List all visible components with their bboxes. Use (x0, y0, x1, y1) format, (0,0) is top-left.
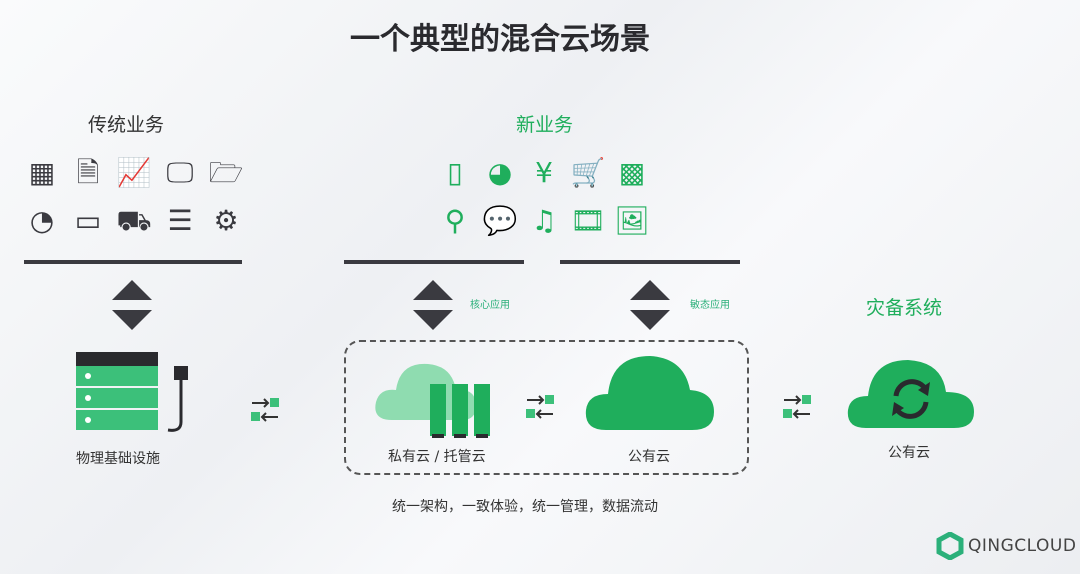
calendar-icon: ▦ (28, 156, 56, 189)
page-title: 一个典型的混合云场景 (350, 22, 650, 57)
sliders-icon: ☰ (167, 204, 193, 237)
traditional-label: 传统业务 (88, 114, 165, 136)
gauge-icon: ◔ (29, 204, 55, 237)
line-chart-icon: 📈 (116, 156, 152, 189)
up-down-arrow-icon (112, 280, 152, 330)
public-cloud-label: 公有云 (628, 449, 670, 465)
credit-card-icon: ▭ (74, 204, 102, 237)
monitor-icon: 🖵 (166, 156, 194, 189)
divider (344, 260, 524, 264)
physical-infra-label: 物理基础设施 (76, 451, 160, 467)
location-pin-icon: ⚲ (444, 204, 466, 237)
caption: 统一架构，一致体验，统一管理，数据流动 (392, 499, 658, 515)
pacman-icon: ◕ (487, 156, 513, 189)
brand-name: QINGCLOUD (968, 536, 1077, 556)
dr-cloud-icon (847, 360, 974, 428)
public-cloud-icon (585, 356, 714, 430)
gears-icon: ⚙ (213, 204, 239, 237)
exchange-icon (783, 395, 811, 419)
disaster-recovery-label: 灾备系统 (866, 297, 943, 319)
divider (560, 260, 740, 264)
cart-icon: 🛒 (570, 156, 606, 189)
chat-icon: 💬 (482, 204, 518, 237)
hybrid-cloud-boundary (344, 340, 749, 475)
core-app-label: 核心应用 (470, 300, 510, 311)
qingcloud-logo-icon (936, 532, 964, 560)
divider (24, 260, 242, 264)
server-rack-icon (76, 352, 188, 432)
image-icon: 🖼 (614, 204, 650, 237)
exchange-icon (526, 395, 554, 419)
dr-public-cloud-label: 公有云 (888, 445, 930, 461)
exchange-icon (251, 398, 279, 422)
phone-icon: ▯ (447, 156, 463, 189)
new-business-label: 新业务 (516, 114, 574, 136)
truck-icon: ⛟ (116, 204, 152, 237)
up-down-arrow-icon (413, 280, 453, 330)
document-icon: 🗎 (76, 156, 100, 189)
private-cloud-icon (375, 363, 490, 438)
up-down-arrow-icon (630, 280, 670, 330)
video-icon: 🎞 (570, 204, 606, 237)
agile-app-label: 敏态应用 (690, 300, 730, 311)
private-cloud-label: 私有云 / 托管云 (388, 449, 486, 465)
music-icon: ♫ (531, 204, 557, 237)
yen-icon: ¥ (535, 156, 553, 189)
qr-code-icon: ▩ (618, 156, 646, 189)
folder-icon: 🗁 (208, 156, 244, 189)
